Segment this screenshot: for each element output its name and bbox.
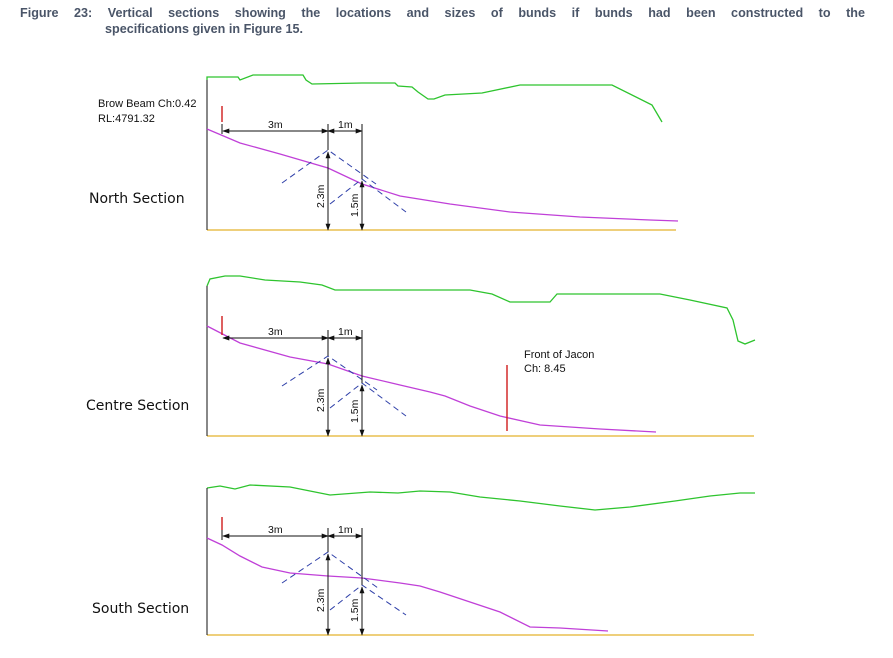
north-bund-large bbox=[281, 149, 377, 185]
south-bund-large bbox=[281, 551, 379, 589]
north-section-title: North Section bbox=[89, 191, 185, 207]
caption-line-1: Figure 23: Vertical sections showing the… bbox=[20, 5, 865, 21]
south-dim-3m-label: 3m bbox=[268, 524, 283, 536]
figure-caption: Figure 23: Vertical sections showing the… bbox=[20, 5, 865, 37]
south-section-title: South Section bbox=[92, 601, 189, 617]
south-slope-profile bbox=[206, 537, 609, 632]
north-dim-2-3m-label: 2.3m bbox=[315, 184, 327, 208]
brow-beam-rl-label: RL:4791.32 bbox=[98, 113, 155, 125]
south-dim-2-3m-label: 2.3m bbox=[315, 588, 327, 612]
brow-beam-label: Brow Beam Ch:0.42 bbox=[98, 98, 196, 110]
front-of-jacon-label: Front of Jacon bbox=[524, 349, 594, 361]
north-dim-1-5m-label: 1.5m bbox=[349, 193, 361, 217]
caption-label: Figure 23: bbox=[20, 6, 93, 20]
south-dim-1-5m-label: 1.5m bbox=[349, 598, 361, 622]
caption-line-2: specifications given in Figure 15. bbox=[105, 22, 304, 36]
centre-bund-small bbox=[329, 382, 407, 417]
south-ground-surface bbox=[206, 484, 755, 511]
caption-text-1: Vertical sections showing the locations … bbox=[107, 6, 865, 20]
north-dim-1m-label: 1m bbox=[338, 119, 353, 131]
front-of-jacon-ch-label: Ch: 8.45 bbox=[524, 363, 566, 375]
centre-dim-1-5m-label: 1.5m bbox=[349, 399, 361, 423]
centre-slope-profile bbox=[206, 325, 657, 433]
north-bund-small bbox=[329, 178, 407, 213]
centre-ground-surface bbox=[206, 275, 756, 345]
centre-dim-3m-label: 3m bbox=[268, 326, 283, 338]
north-ground-surface bbox=[206, 74, 663, 123]
south-bund-small bbox=[329, 584, 407, 616]
centre-dim-2-3m-label: 2.3m bbox=[315, 388, 327, 412]
centre-bund-large bbox=[281, 355, 378, 391]
centre-section-panel: 3m 1m 2.3m 1.5m Front of Jacon Ch: 8.45 … bbox=[86, 275, 756, 437]
north-section-panel: 3m 1m 2.3m 1.5m Brow Beam Ch:0.42 RL:479… bbox=[89, 74, 679, 231]
centre-section-title: Centre Section bbox=[86, 398, 189, 414]
south-section-panel: 3m 1m 2.3m 1.5m South Section bbox=[92, 484, 755, 636]
south-dim-1m-label: 1m bbox=[338, 524, 353, 536]
centre-dim-1m-label: 1m bbox=[338, 326, 353, 338]
north-dim-3m-label: 3m bbox=[268, 119, 283, 131]
north-slope-profile bbox=[206, 128, 679, 222]
